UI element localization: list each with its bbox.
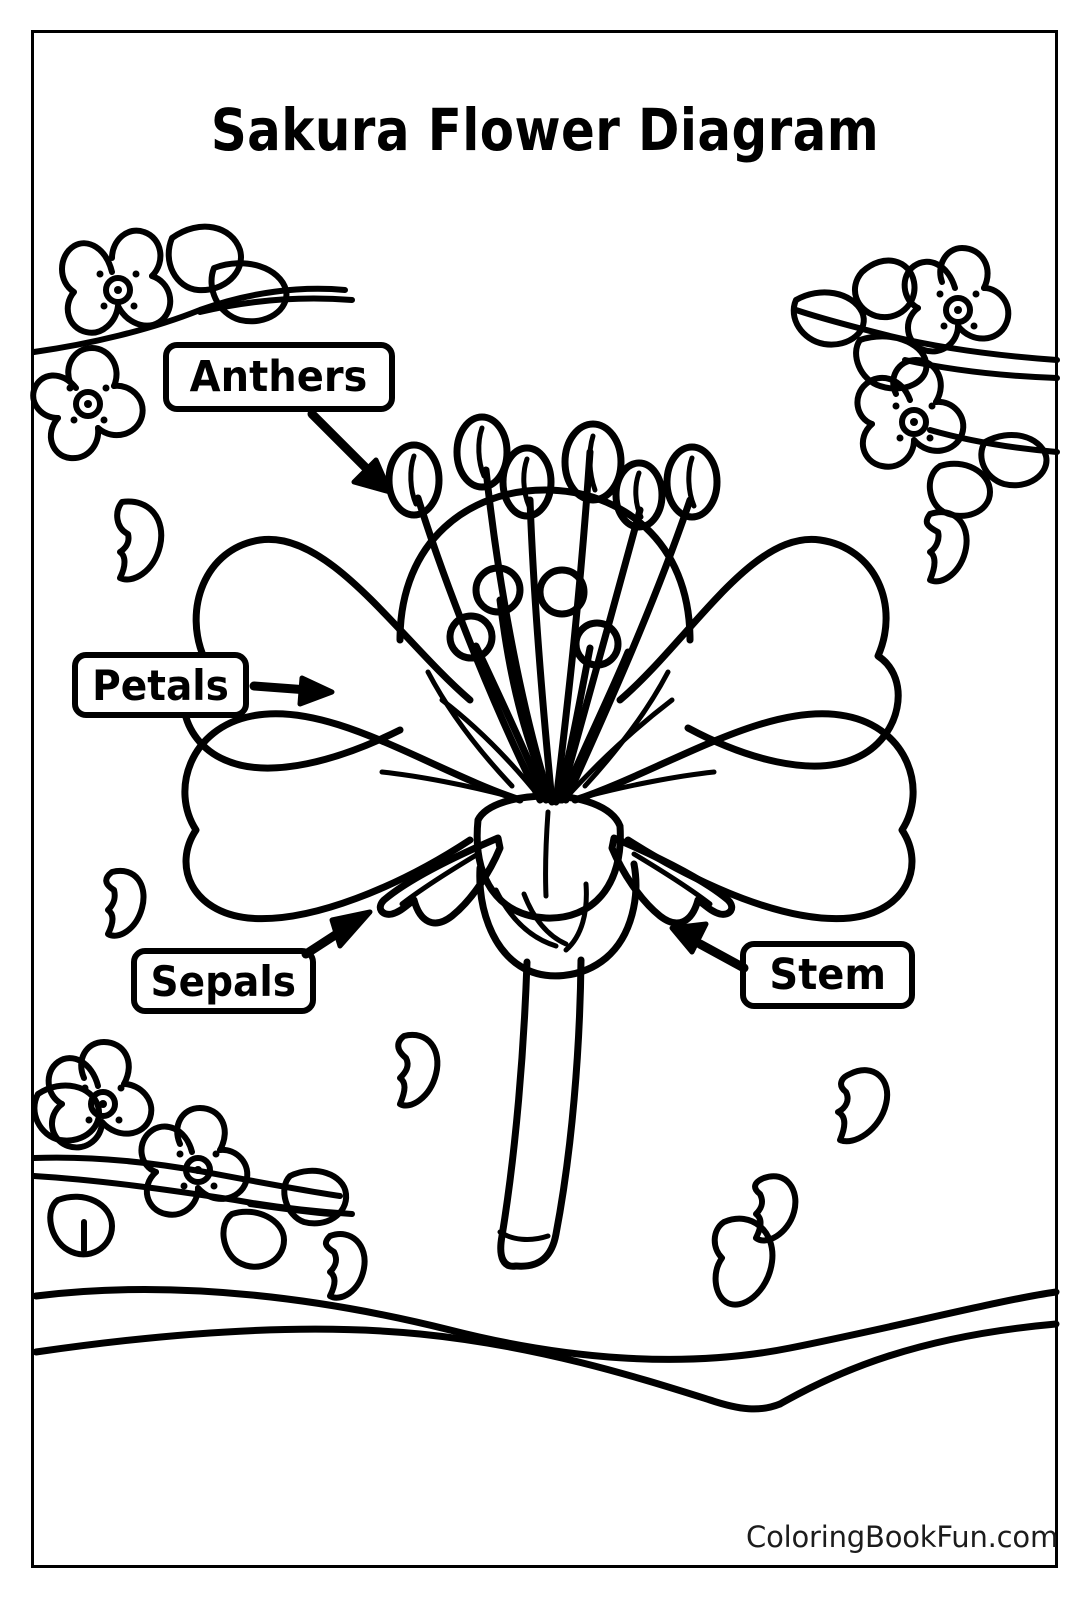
blossom xyxy=(45,1039,155,1151)
blossom xyxy=(138,1105,251,1218)
label-petals[interactable]: Petals xyxy=(72,652,249,718)
stamen-ball-tips xyxy=(446,564,622,669)
label-anthers[interactable]: Anthers xyxy=(163,342,395,412)
petal-right xyxy=(571,710,917,923)
flower-sepals xyxy=(376,834,736,927)
central-sakura-flower xyxy=(179,413,917,1270)
label-stem[interactable]: Stem xyxy=(740,941,915,1009)
calyx xyxy=(476,860,640,980)
blossom-cluster-top-left xyxy=(30,223,355,462)
petal-left xyxy=(181,710,524,923)
falling-petals xyxy=(103,498,970,1308)
ground-hills xyxy=(32,1286,1060,1413)
blossom xyxy=(854,357,967,470)
page-title: Sakura Flower Diagram xyxy=(210,96,880,164)
petal-upper-left xyxy=(179,535,474,772)
label-sepals-text: Sepals xyxy=(150,956,297,1006)
blossom xyxy=(901,245,1012,355)
petal-upper-right xyxy=(616,535,902,770)
label-anthers-text: Anthers xyxy=(190,352,368,402)
blossom xyxy=(59,227,174,336)
blossom xyxy=(30,345,146,462)
label-sepals[interactable]: Sepals xyxy=(131,948,316,1014)
blossom-cluster-bottom-left xyxy=(31,1039,355,1270)
label-petals-text: Petals xyxy=(92,660,229,710)
stamen-filaments xyxy=(414,448,694,806)
flower-stem xyxy=(497,958,531,1270)
blossom-cluster-top-right xyxy=(790,245,1060,519)
anthers xyxy=(385,413,721,531)
watermark: ColoringBookFun.com xyxy=(746,1520,1058,1554)
label-stem-text: Stem xyxy=(769,950,886,1000)
